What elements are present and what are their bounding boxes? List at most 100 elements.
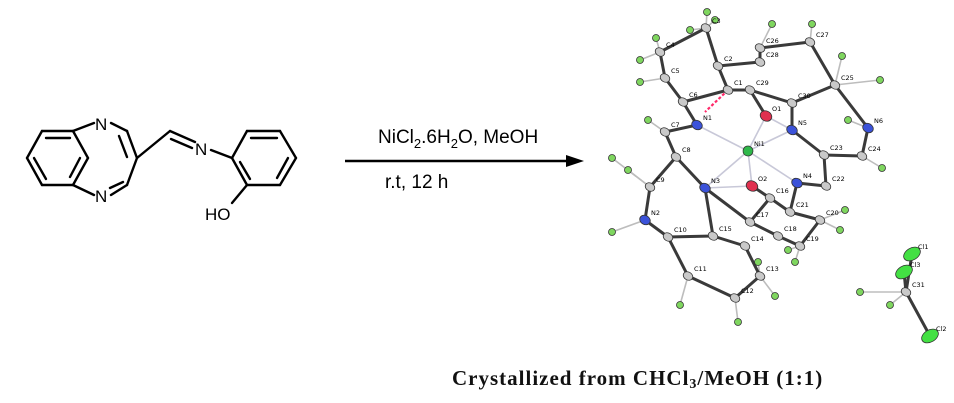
hydrogen-atom <box>754 258 762 266</box>
atom-label-c13: C13 <box>766 265 779 273</box>
atom-c27 <box>804 37 816 47</box>
hydrogen-atom <box>711 16 719 24</box>
hydrogen-atom <box>836 226 844 234</box>
imine-nitrogen: N <box>195 140 207 159</box>
atom-label-c6: C6 <box>689 91 698 99</box>
atom-label-c24: C24 <box>868 145 881 153</box>
reagent-label: NiCl2.6H2O, MeOH <box>378 127 538 151</box>
atom-label-c31: C31 <box>912 281 925 289</box>
atom-label-c21: C21 <box>796 201 809 209</box>
atom-label-c22: C22 <box>832 175 845 183</box>
atom-c22 <box>820 181 832 191</box>
covalent-bond <box>648 155 678 189</box>
atom-c23 <box>818 150 830 160</box>
hydrogen-atom <box>876 76 884 84</box>
covalent-bond <box>666 235 690 278</box>
hydrogen-atom <box>856 288 864 296</box>
crystal-structure: C3C4C5C6C2C1C7C8C9N2C10C11C12C13C14C15N3… <box>608 8 946 344</box>
atom-label-c4: C4 <box>666 41 675 49</box>
covalent-bond <box>904 290 932 338</box>
covalent-bond <box>703 186 715 238</box>
atom-label-c27: C27 <box>816 31 829 39</box>
atom-c9 <box>644 182 656 192</box>
hydrogen-atom <box>703 8 711 16</box>
covalent-bond <box>674 155 707 190</box>
atom-label-c23: C23 <box>830 144 843 152</box>
atom-cl1 <box>903 246 921 262</box>
atom-label-c20: C20 <box>826 209 839 217</box>
coordination-bond <box>704 185 753 189</box>
atom-c16 <box>764 193 776 203</box>
coordination-bond <box>704 150 749 189</box>
hydrogen-bond-line <box>679 275 689 306</box>
atom-c30 <box>786 98 798 108</box>
atom-label-c25: C25 <box>841 74 854 82</box>
atom-label-cl3: Cl3 <box>910 261 920 269</box>
atom-n5 <box>786 124 798 136</box>
covalent-bond <box>748 88 794 105</box>
hydrogen-atom <box>652 34 660 42</box>
atom-label-c29: C29 <box>756 79 769 87</box>
atom-o2 <box>745 180 759 192</box>
hydrogen-atom <box>784 246 792 254</box>
atom-label-cl1: Cl1 <box>918 243 928 251</box>
hydrogen-bond-line <box>834 55 843 86</box>
covalent-bond <box>643 185 652 222</box>
atom-c28 <box>754 57 766 67</box>
atom-label-c5: C5 <box>671 67 680 75</box>
covalent-bond <box>686 274 737 300</box>
atom-label-c18: C18 <box>784 225 797 233</box>
atom-n1 <box>691 119 703 131</box>
hydrogen-atom <box>808 20 816 28</box>
atom-c3 <box>700 23 712 33</box>
atom-label-c14: C14 <box>751 235 764 243</box>
atom-label-n1: N1 <box>703 114 712 122</box>
atom-c11 <box>682 271 694 281</box>
atom-label-n3: N3 <box>711 177 720 185</box>
hydrogen-atom <box>644 116 652 124</box>
atom-label-c3: C3 <box>712 17 721 25</box>
covalent-bond <box>663 123 699 134</box>
atom-label-c7: C7 <box>671 121 680 129</box>
atom-n2 <box>639 214 651 226</box>
atom-c19 <box>794 241 806 251</box>
hydrogen-atom <box>676 301 684 309</box>
atom-cl2 <box>921 328 939 344</box>
atom-c7 <box>659 127 671 137</box>
atom-n6 <box>862 122 874 134</box>
atom-label-c11: C11 <box>694 265 707 273</box>
hydrogen-bond-line <box>834 79 881 86</box>
covalent-bond <box>716 60 762 68</box>
covalent-bond <box>790 83 837 105</box>
atom-label-ni1: Ni1 <box>754 140 765 148</box>
covalent-bond <box>822 153 828 188</box>
reaction-arrow: NiCl2.6H2O, MeOH r.t, 12 h <box>345 127 584 193</box>
covalent-bond <box>798 218 822 248</box>
atom-n3 <box>699 182 711 194</box>
atom-c25 <box>829 80 841 90</box>
hydrogen-atom <box>624 166 632 174</box>
atom-c20 <box>814 215 826 225</box>
hydrogen-atom <box>686 26 694 34</box>
covalent-bond <box>833 83 870 130</box>
hydrogen-bond-line <box>611 157 651 188</box>
coordination-bond <box>747 129 793 152</box>
reactant-structure: N N N HO <box>25 115 298 224</box>
coordination-bond <box>747 150 753 187</box>
covalent-bond <box>704 26 720 68</box>
hydroxyl-group: HO <box>205 205 231 224</box>
hydrogen-atom <box>791 258 799 266</box>
atom-label-c10: C10 <box>674 226 687 234</box>
hydrogen-atom <box>838 52 846 60</box>
atom-label-c9: C9 <box>656 176 665 184</box>
covalent-bond <box>790 128 826 157</box>
hydrogen-atom <box>608 228 616 236</box>
atom-c1 <box>722 85 734 95</box>
atom-label-o2: O2 <box>758 175 767 183</box>
covalent-bond <box>748 196 772 224</box>
atom-c4 <box>654 47 666 57</box>
ring-nitrogen-bottom: N <box>95 187 107 206</box>
atom-c10 <box>662 232 674 242</box>
atom-o1 <box>759 110 773 122</box>
